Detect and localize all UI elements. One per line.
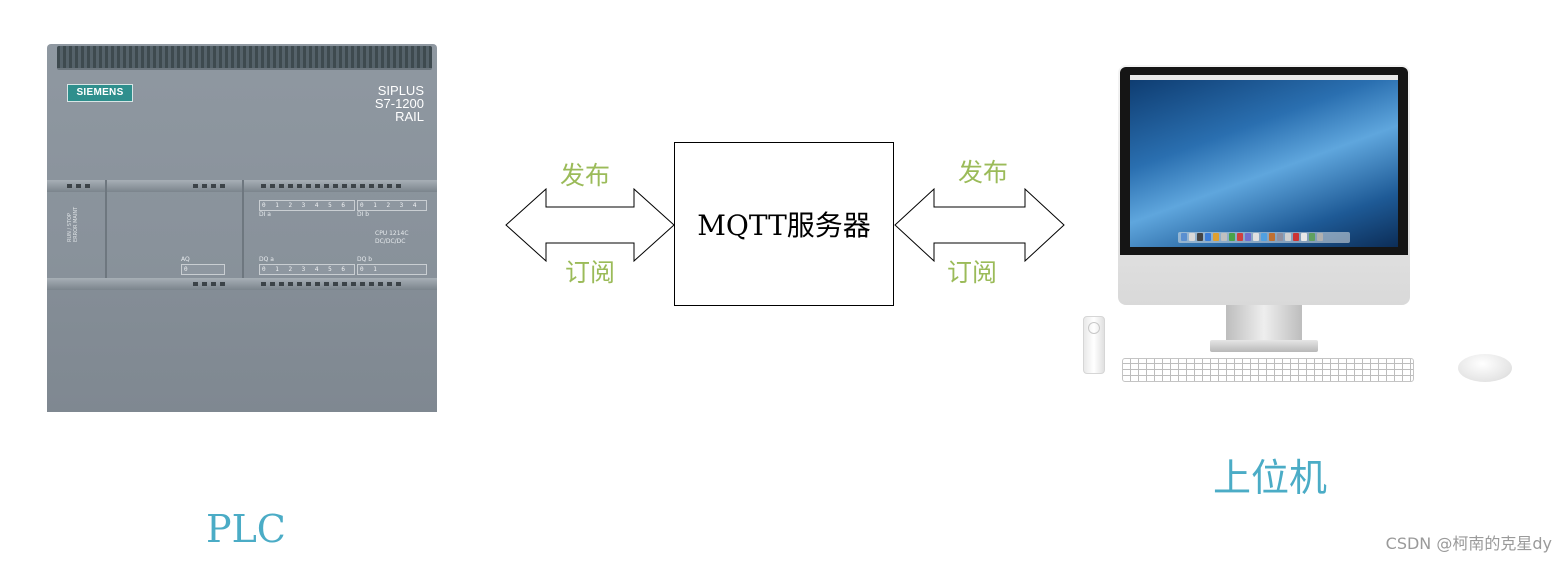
plc-caption: PLC — [206, 507, 286, 551]
plc-model-line3: RAIL — [395, 109, 424, 124]
plc-leds-aq — [193, 282, 225, 286]
right-subscribe-label: 订阅 — [947, 258, 998, 287]
plc-dq-a-label: DQ a — [259, 256, 274, 263]
plc-leds-di — [261, 184, 401, 188]
plc-divider-left — [105, 180, 107, 290]
plc-di-b-channels: 0 1 2 3 4 5 — [357, 200, 427, 211]
remote-button-icon — [1088, 322, 1100, 334]
plc-dq-b-channels: 0 1 — [357, 264, 427, 275]
watermark-text: CSDN @柯南的克星dy — [1385, 534, 1552, 553]
plc-di-a-label: DI a — [259, 211, 271, 218]
plc-lower-rail — [47, 278, 437, 290]
plc-di-a-channels: 0 1 2 3 4 5 6 7 — [259, 200, 355, 211]
plc-dq-a-channels: 0 1 2 3 4 5 6 7 — [259, 264, 355, 275]
plc-lower-cover — [47, 290, 437, 412]
computer-stand-foot — [1210, 340, 1318, 352]
plc-status-leds — [67, 184, 90, 188]
left-double-arrow — [505, 187, 675, 263]
right-publish-label: 发布 — [958, 158, 1009, 187]
computer-caption: 上位机 — [1213, 456, 1328, 500]
mqtt-server-box: MQTT服务器 — [674, 142, 894, 306]
left-publish-label: 发布 — [560, 161, 611, 190]
plc-divider-right — [242, 180, 244, 290]
mouse-icon — [1458, 354, 1512, 382]
plc-cpu-line2: DC/DC/DC — [375, 238, 406, 245]
mqtt-server-label: MQTT服务器 — [697, 209, 871, 242]
screen-menubar — [1130, 75, 1398, 80]
plc-device: SIEMENS SIPLUS S7-1200 RAIL RUN / STOP E… — [47, 44, 444, 416]
computer-screen — [1130, 75, 1398, 247]
plc-leds-mid — [193, 184, 225, 188]
left-subscribe-label: 订阅 — [565, 258, 616, 287]
plc-aq-label: AQ — [181, 256, 190, 263]
plc-cpu-line1: CPU 1214C — [375, 230, 409, 237]
plc-model-line2: S7-1200 — [374, 96, 424, 111]
screen-dock — [1178, 232, 1350, 243]
plc-model-label: SIPLUS S7-1200 RAIL — [304, 84, 424, 123]
keyboard-icon — [1122, 358, 1414, 382]
plc-dq-b-label: DQ b — [357, 256, 373, 263]
plc-leds-dq — [261, 282, 401, 286]
siemens-logo: SIEMENS — [67, 84, 133, 102]
right-double-arrow — [894, 187, 1065, 263]
plc-terminal-strip — [57, 46, 432, 70]
plc-di-b-label: DI b — [357, 211, 370, 218]
plc-aq-channels: 0 — [181, 264, 225, 275]
plc-model-line1: SIPLUS — [377, 83, 424, 98]
